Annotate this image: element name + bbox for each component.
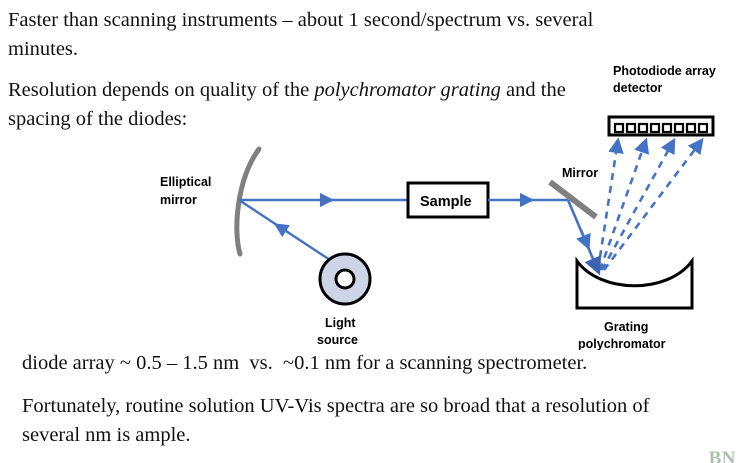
watermark: BN (708, 449, 736, 463)
dispersed-ray (602, 137, 704, 271)
dispersed-light-rays (596, 137, 704, 271)
photodiode-cell (637, 122, 649, 134)
photodiode-array-label-line1: Photodiode array (613, 64, 716, 78)
paragraph-resolution-italic-term: polychromator grating (314, 79, 501, 101)
photodiode-cell (625, 122, 637, 134)
mirror-label: Mirror (562, 166, 598, 180)
photodiode-cell (685, 122, 697, 134)
sample-cell: Sample (406, 181, 490, 219)
elliptical-mirror-label-line1: Elliptical (160, 175, 211, 189)
photodiode-cell (649, 122, 661, 134)
photodiode-cell (613, 122, 625, 134)
photodiode-array-body (607, 115, 715, 137)
photodiode-cell (697, 122, 709, 134)
photodiode-cell (661, 122, 673, 134)
dispersed-ray (600, 137, 676, 271)
beam-mirror-to-grating-arrowhead (576, 229, 591, 251)
photodiode-array-label-line2: detector (613, 81, 662, 95)
light-source-label-line1: Light (325, 316, 356, 330)
paragraph-resolution-depends: Resolution depends on quality of the pol… (8, 76, 608, 134)
photodiode-cell (673, 122, 685, 134)
paragraph-faster-than-scanning: Faster than scanning instruments – about… (8, 9, 599, 60)
dispersed-ray (598, 137, 650, 271)
grating-polychromator-body (575, 256, 694, 310)
beam-source-to-mirror-arrowhead (273, 222, 290, 238)
paragraph-diode-array-resolution: diode array ~ 0.5 – 1.5 nm vs. ~0.1 nm f… (22, 352, 588, 374)
grating-polychromator-label-line2: polychromator (578, 337, 666, 350)
light-source-inner (334, 268, 356, 290)
light-source-label-line2: source (317, 333, 358, 347)
elliptical-mirror-arc (234, 146, 262, 257)
paragraph-resolution-text-lead: Resolution depends on quality of the (8, 79, 315, 101)
grating-polychromator-label-line1: Grating (604, 320, 648, 334)
instrument-schematic-diagram: Photodiode array detector (0, 55, 738, 350)
photodiode-array-detector (607, 115, 715, 137)
diagram-svg: Photodiode array detector (160, 64, 716, 350)
sample-label: Sample (420, 194, 472, 210)
light-source (318, 252, 372, 306)
folding-mirror (548, 179, 598, 220)
elliptical-mirror-label-line2: mirror (160, 193, 197, 207)
paragraph-resolution-text-tail: and the spacing of the diodes: (8, 79, 571, 130)
paragraph-fortunately: Fortunately, routine solution UV-Vis spe… (22, 395, 655, 446)
dispersed-ray (596, 137, 624, 271)
